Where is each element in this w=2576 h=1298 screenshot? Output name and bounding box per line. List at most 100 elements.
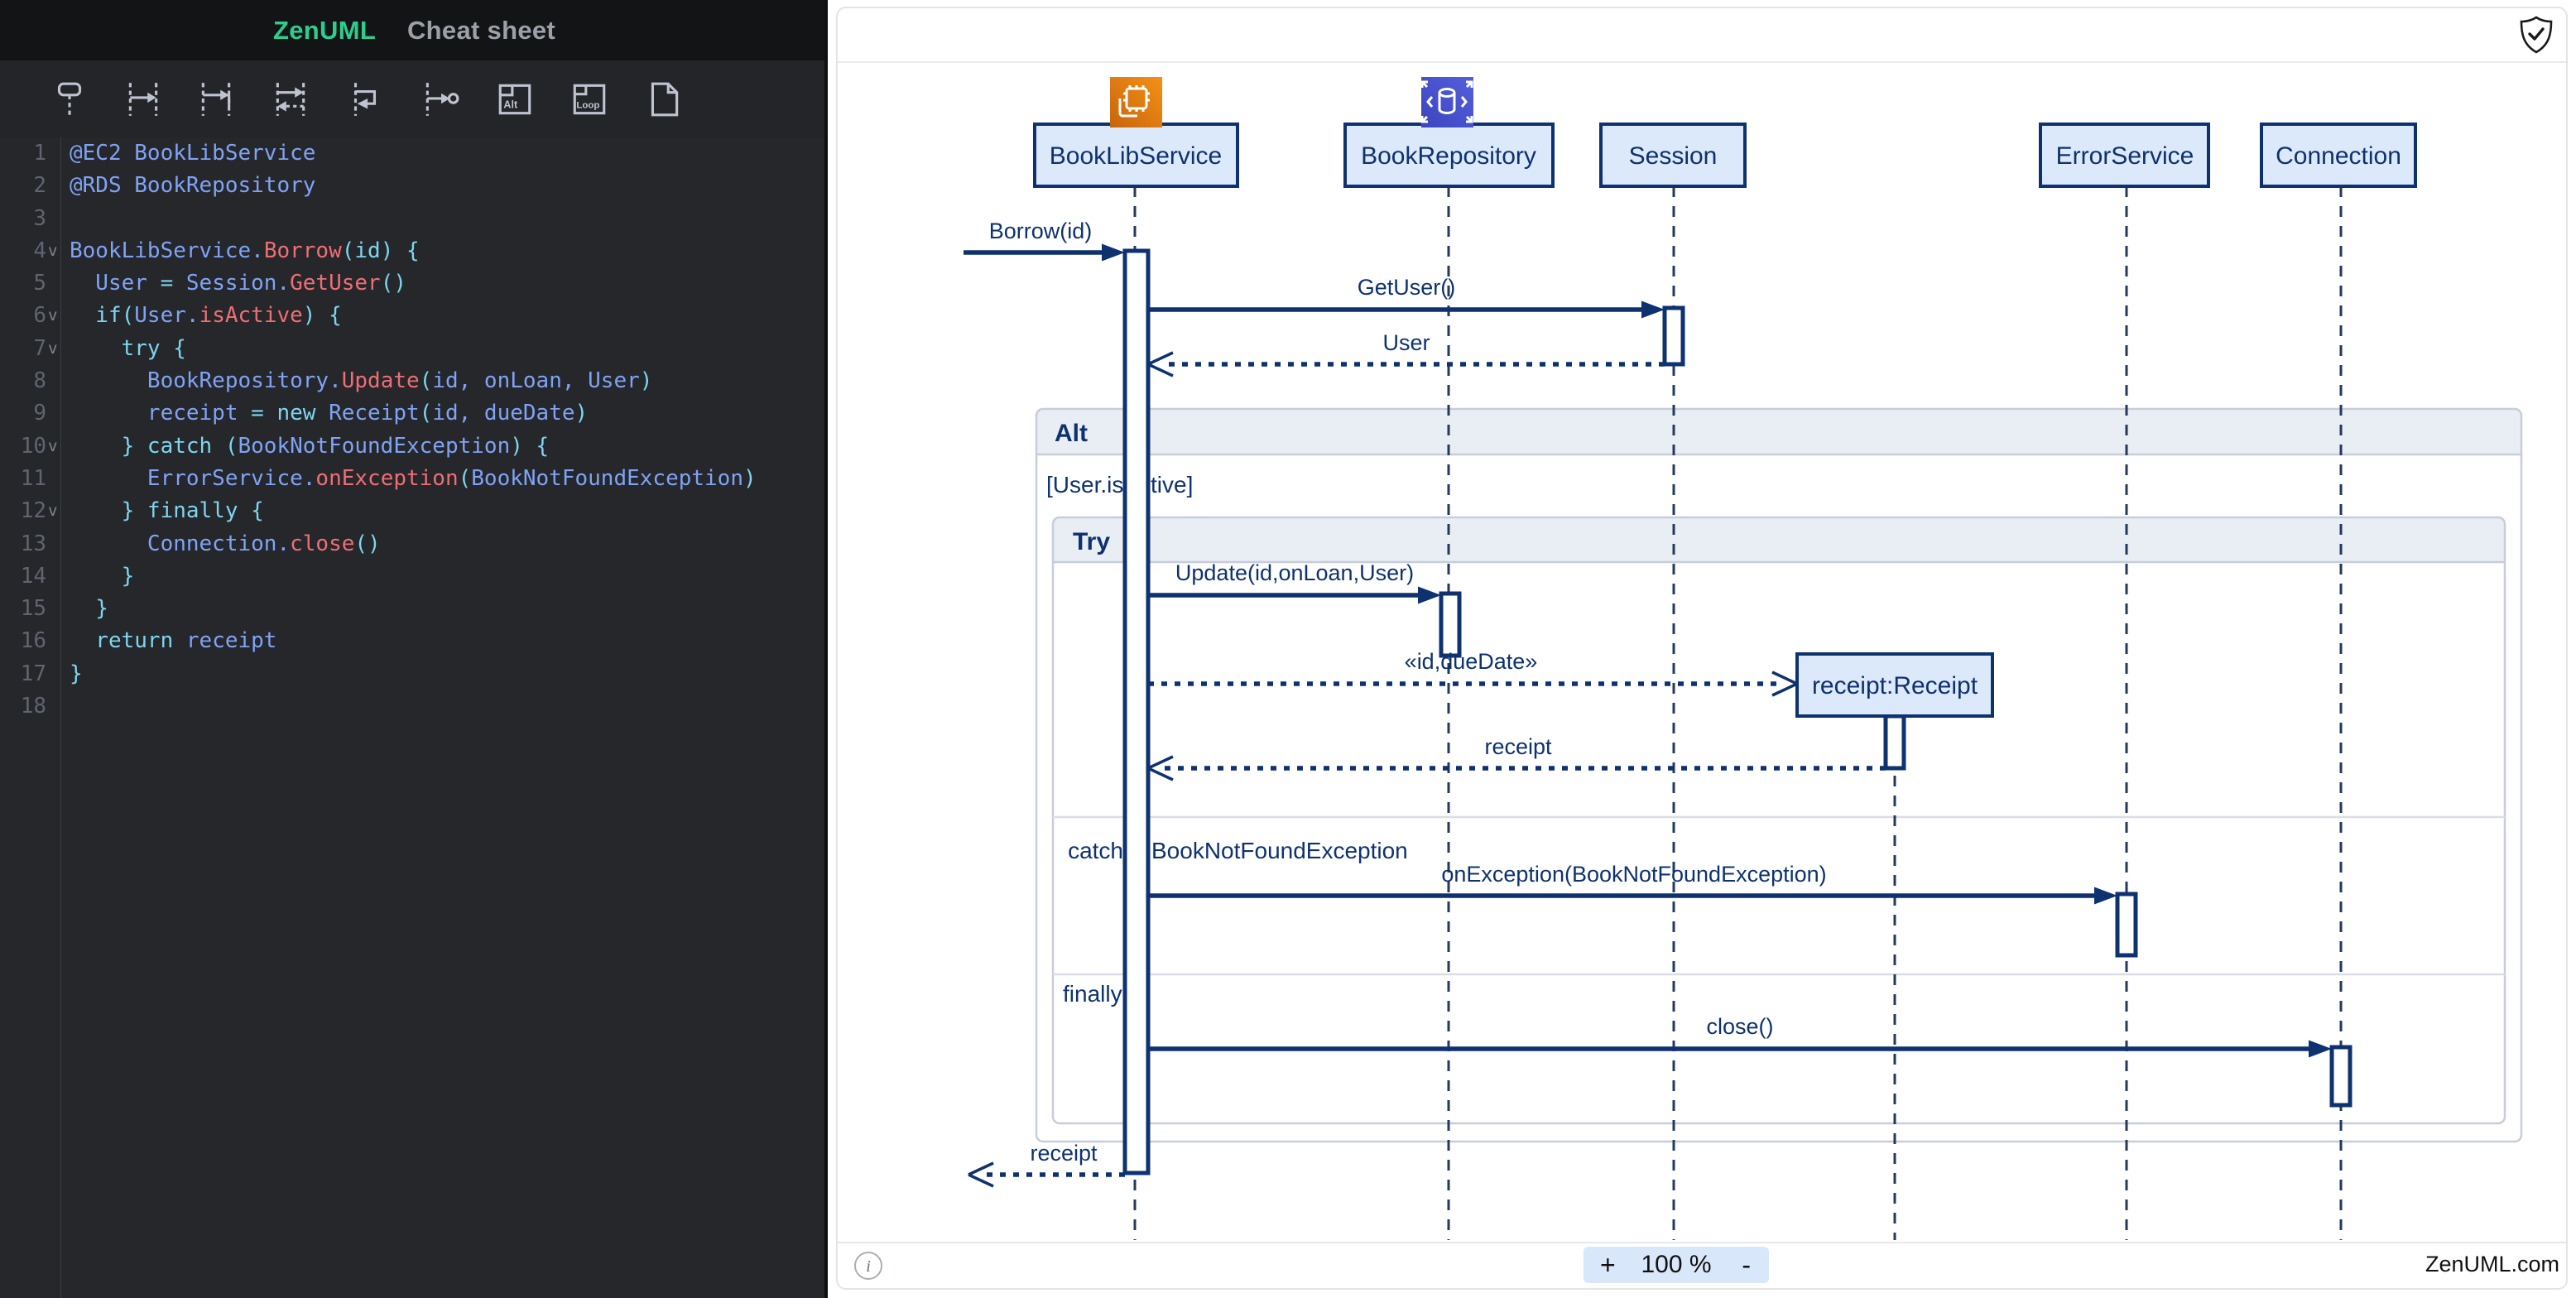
line-number: 9 [33, 401, 46, 426]
new-document-icon[interactable] [644, 79, 684, 119]
editor-right-edge [824, 0, 828, 1298]
line-number: 13 [20, 531, 46, 556]
code-line[interactable]: 1@EC2 BookLibService [0, 137, 828, 170]
code-line[interactable]: 16 return receipt [0, 625, 828, 657]
alt-condition: [User.isActive] [1046, 472, 1193, 498]
participant-label: Session [1629, 142, 1718, 170]
participant-connection[interactable] [2260, 123, 2417, 188]
line-number: 11 [20, 465, 46, 491]
code-text: Connection.close() [70, 531, 381, 556]
code-editor-panel: ZenUML Cheat sheet Alt Loop 1 [0, 0, 828, 1298]
gutter-divider [60, 137, 61, 1298]
code-line[interactable]: 8 BookRepository.Update(id, onLoan, User… [0, 365, 828, 397]
line-number: 4 [33, 238, 46, 263]
line-number: 12 [20, 498, 46, 524]
activation-bars [1122, 248, 2353, 1175]
return-message-icon[interactable] [271, 79, 310, 119]
activation-booklibservice [1122, 248, 1151, 1175]
rds-icon [1420, 77, 1473, 127]
svg-text:Alt: Alt [503, 99, 518, 110]
line-number: 2 [33, 173, 46, 199]
diagram-header [838, 8, 2566, 63]
try-label: Try [1073, 528, 1110, 555]
ec2-icon [1110, 77, 1162, 127]
diagram-footer: i + 100 % - ZenUML.com [838, 1242, 2566, 1288]
code-text: } [70, 661, 83, 686]
zenuml-brand-link[interactable]: ZenUML.com [2425, 1252, 2559, 1276]
fold-chevron-icon[interactable]: v [48, 306, 58, 325]
fold-chevron-icon[interactable]: v [48, 339, 58, 358]
fold-chevron-icon[interactable]: v [48, 502, 58, 521]
code-line[interactable]: 15 } [0, 593, 828, 625]
code-lines[interactable]: 1@EC2 BookLibService 2 @RDS BookRepository… [0, 137, 828, 1298]
code-line[interactable]: 17} [0, 658, 828, 690]
editor-header: ZenUML Cheat sheet [0, 0, 828, 60]
created-participant-label: receipt:Receipt [1812, 672, 1978, 699]
code-line[interactable]: 18 [0, 690, 828, 723]
sync-message-icon[interactable] [123, 79, 163, 119]
activation-bookrepository [1439, 591, 1462, 658]
sequence-diagram: BookLibService BookRepository Session Er… [964, 77, 2523, 1240]
label-onexception: onException(BookNotFoundException) [1441, 862, 1826, 887]
code-line[interactable]: 9 receipt = new Receipt(id, dueDate) [0, 397, 828, 430]
participant-label: ErrorService [2056, 142, 2194, 170]
code-text: } [70, 596, 108, 622]
code-text: ErrorService.onException(BookNotFoundExc… [70, 465, 757, 491]
catch-exception-label: BookNotFoundException [1151, 838, 1408, 863]
code-line[interactable]: 11 ErrorService.onException(BookNotFound… [0, 463, 828, 495]
participant-icon[interactable] [50, 79, 89, 119]
line-number: 1 [33, 141, 46, 166]
shield-check-icon[interactable] [2518, 15, 2554, 55]
label-user: User [1382, 330, 1430, 355]
code-line[interactable]: 3 [0, 203, 828, 235]
participant-bookrepository[interactable] [1343, 123, 1555, 188]
participant-errorservice[interactable] [2039, 123, 2210, 188]
code-text: if(User.isActive) { [70, 303, 342, 329]
editor-toolbar: Alt Loop [0, 60, 828, 137]
line-number: 7 [33, 335, 46, 361]
created-participant-receipt[interactable]: receipt:Receipt [1795, 652, 1994, 718]
info-icon[interactable]: i [854, 1252, 882, 1280]
found-message-icon[interactable] [421, 79, 460, 119]
async-message-icon[interactable] [196, 79, 236, 119]
label-final-receipt: receipt [1030, 1141, 1098, 1166]
code-text: @RDS BookRepository [70, 173, 316, 199]
loop-fragment-icon[interactable]: Loop [570, 79, 609, 119]
line-number: 6 [33, 303, 46, 329]
code-text: BookLibService.Borrow(id) { [70, 238, 420, 263]
code-line[interactable]: 5 User = Session.GetUser() [0, 267, 828, 300]
try-fragment [1051, 516, 2506, 1125]
self-message-icon[interactable] [345, 79, 385, 119]
label-receipt: receipt [1484, 734, 1552, 759]
code-text: try { [70, 335, 186, 361]
zoom-control: + 100 % - [1584, 1247, 1769, 1283]
lifelines [1133, 186, 2343, 1240]
code-line[interactable]: 2 @RDS BookRepository [0, 170, 828, 202]
label-getuser: GetUser() [1358, 275, 1456, 300]
label-create: «id,dueDate» [1405, 649, 1538, 674]
catch-label: catch [1068, 838, 1123, 863]
code-line[interactable]: 14 } [0, 560, 828, 593]
zoom-out-button[interactable]: - [1735, 1247, 1757, 1283]
activation-session [1662, 305, 1685, 367]
code-text: User = Session.GetUser() [70, 271, 407, 296]
zoom-in-button[interactable]: + [1593, 1247, 1622, 1283]
code-text: } [70, 563, 135, 589]
alt-fragment-icon[interactable]: Alt [495, 79, 535, 119]
tab-cheat-sheet[interactable]: Cheat sheet [407, 16, 556, 45]
code-line[interactable]: 13 Connection.close() [0, 528, 828, 560]
zoom-level: 100 % [1641, 1251, 1712, 1278]
participant-label: BookRepository [1361, 142, 1536, 170]
line-number: 10 [20, 433, 46, 459]
fold-chevron-icon[interactable]: v [48, 436, 58, 455]
tab-zenuml[interactable]: ZenUML [273, 16, 377, 45]
line-number: 18 [20, 694, 46, 719]
fold-chevron-icon[interactable]: v [48, 241, 58, 260]
code-text: } catch (BookNotFoundException) { [70, 433, 550, 459]
participant-session[interactable] [1599, 123, 1747, 188]
